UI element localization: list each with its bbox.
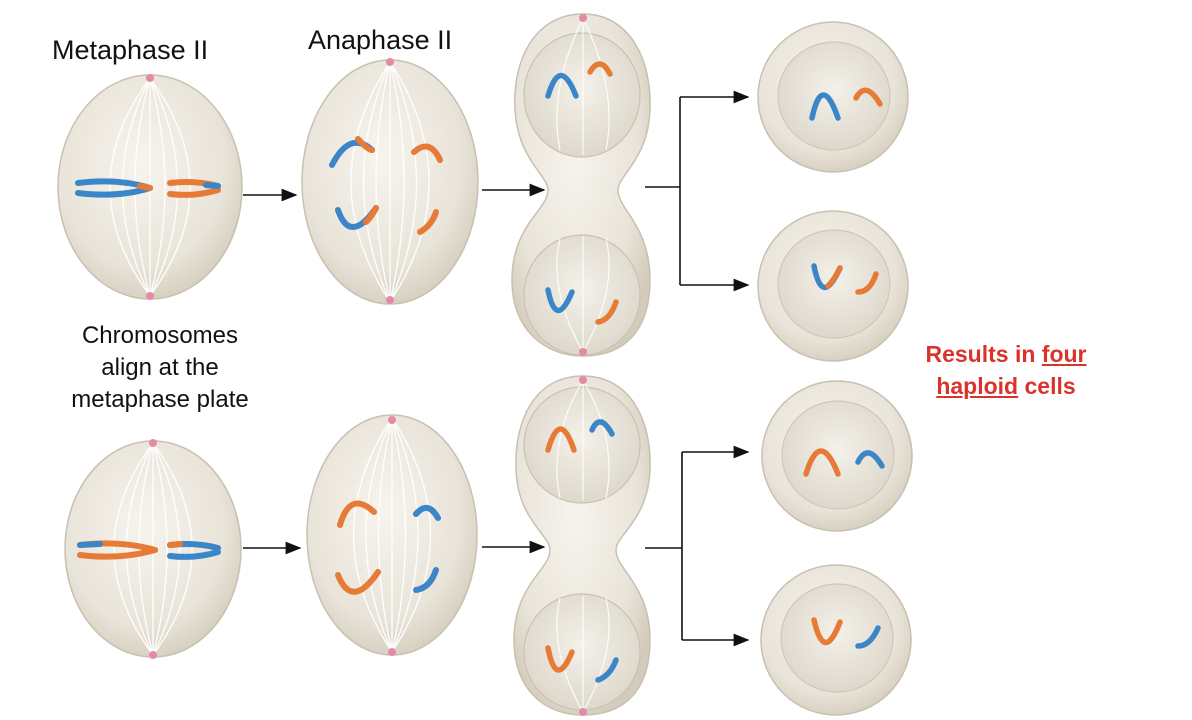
dividing-cell-bottom [513,375,651,716]
result-text-1: Results in [925,341,1042,367]
caption-line-2: align at the [101,354,219,381]
daughter-cell-1 [757,21,909,173]
centrosome-icon [388,416,396,424]
centrosome-icon [149,439,157,447]
centrosome-icon [146,292,154,300]
centrosome-icon [386,296,394,304]
daughter-cell-3 [761,380,913,532]
chromatids [803,448,885,477]
chromatids [545,419,619,683]
chromatids [809,87,883,121]
nucleus [523,386,641,504]
nucleus [523,234,641,356]
chromosome-blue [167,541,221,560]
nucleus [523,32,641,158]
branch-arrows-top [645,90,750,292]
centrosome-icon [146,74,154,82]
centrosome-icon [579,376,587,384]
chromosome-orange [77,540,158,560]
result-text-2: cells [1018,373,1076,399]
daughter-cell-2 [757,210,909,362]
caption-line-3: metaphase plate [71,386,249,413]
centrosome-icon [386,58,394,66]
nucleus [781,400,895,510]
centrosome-icon [149,651,157,659]
chromosomes-align-caption: Chromosomes align at the metaphase plate [40,320,280,416]
nucleus [523,593,641,711]
anaphase-cell-top [301,58,479,305]
branch-arrows-bottom [645,445,750,647]
metaphase-cell-top [57,74,243,300]
chromatids [545,61,619,325]
nucleus [780,583,894,693]
anaphase-cell-bottom [306,414,478,656]
chromosome-blue [75,178,153,198]
daughter-cell-4 [760,564,912,716]
dividing-cell-top [511,13,651,357]
nucleus [777,41,891,151]
spindle-fibers [350,61,430,303]
metaphase-cell-bottom [64,439,242,659]
chromatids [811,617,881,649]
result-four: four [1041,341,1087,367]
metaphase-ii-label: Metaphase II [52,35,209,65]
centrosome-icon [579,348,587,356]
chromosome-orange [167,179,221,198]
caption-line-1: Chromosomes [81,322,239,349]
result-caption: Results in four haploid cells [896,338,1116,402]
centrosome-icon [579,708,587,716]
spindle-fibers [352,417,432,653]
chromatids [811,263,879,295]
chromatids [335,500,441,595]
result-haploid: haploid [936,373,1019,399]
chromatids [329,136,443,235]
centrosome-icon [579,14,587,22]
spindle-fibers [556,17,610,353]
centrosome-icon [388,648,396,656]
spindle-fibers [556,379,610,713]
anaphase-ii-label: Anaphase II [308,25,453,55]
